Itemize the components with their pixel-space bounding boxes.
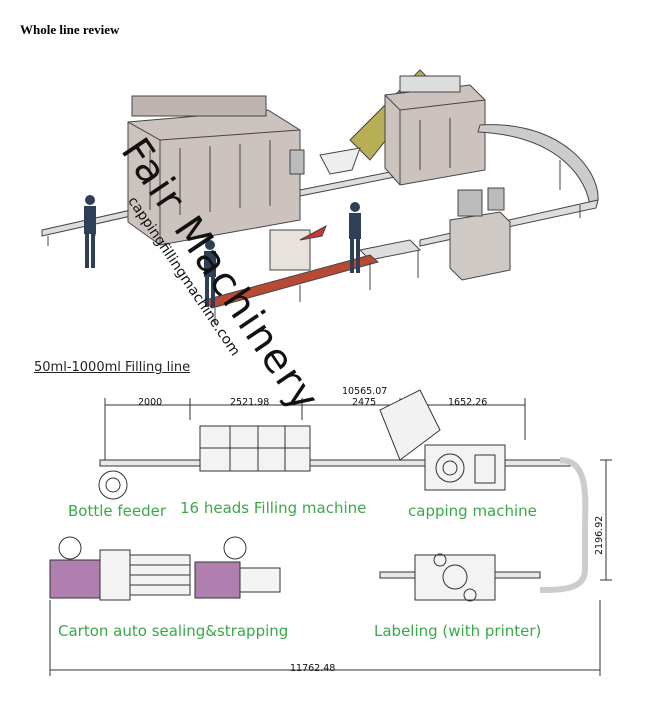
operator-figures [84,195,361,307]
page-heading: Whole line review [20,22,120,37]
dimension-total: 11762.48 [290,663,336,674]
plan-title: 50ml-1000ml Filling line [34,360,191,375]
dimension-2475: 2475 [352,397,377,408]
label-filling-machine: 16 heads Filling machine [180,499,367,517]
dimension-10565: 10565.07 [342,386,388,397]
dimension-2521: 2521.98 [230,397,270,408]
carton-conveyor-iso [204,224,380,325]
isometric-line-illustration [41,69,599,325]
filling-machine-iso [127,95,305,246]
label-bottle-feeder: Bottle feeder [68,502,167,520]
capping-machine-iso [384,75,486,186]
hopper-plan [379,389,441,461]
label-labeling: Labeling (with printer) [374,622,542,640]
return-conveyor [539,457,589,593]
plan-layout-drawing [49,389,612,676]
dimension-1652: 1652.26 [448,397,488,408]
labeling-machine-iso [449,187,511,281]
dimension-2000: 2000 [138,397,163,408]
label-capping-machine: capping machine [408,502,537,520]
dimension-height: 2196.92 [594,515,605,555]
bottle-feeder-disk [98,470,128,500]
labeling-machine-plan [414,554,496,601]
label-carton-sealing: Carton auto sealing&strapping [58,622,289,640]
carton-machine-plan [49,536,281,601]
